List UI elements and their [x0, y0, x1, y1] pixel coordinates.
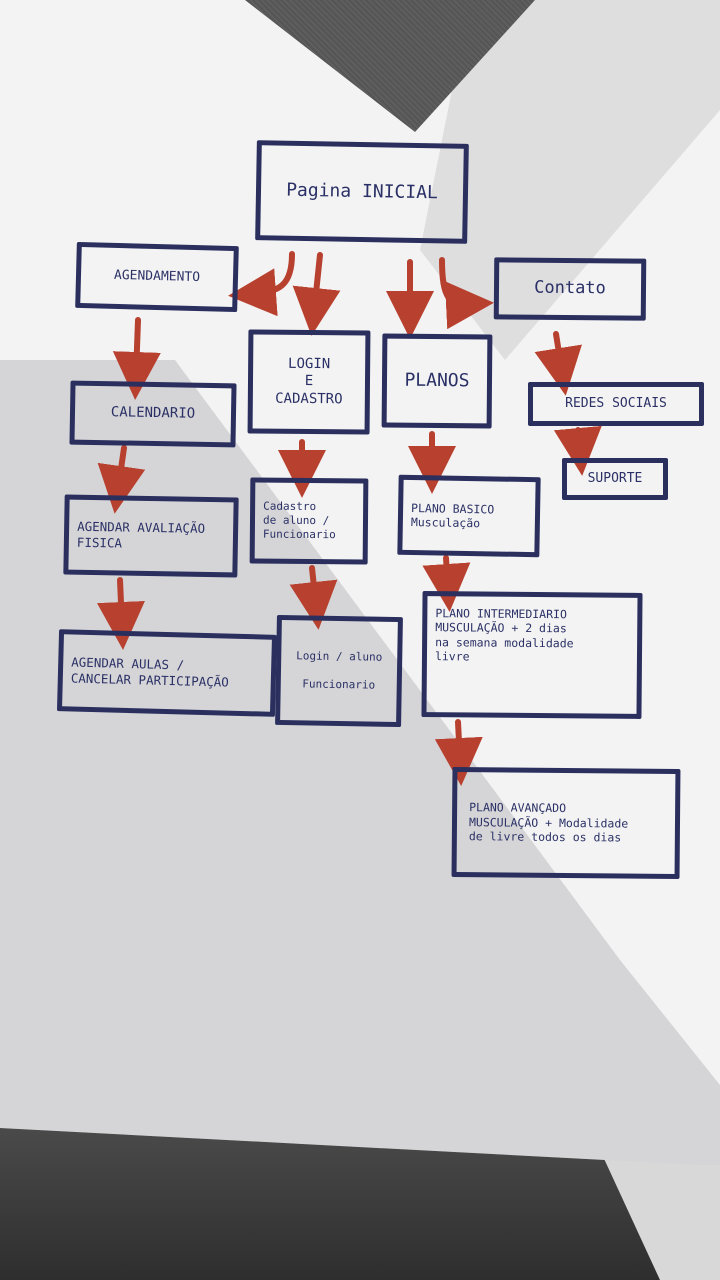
box-pagina-inicial: Pagina INICIAL — [255, 140, 469, 244]
box-contato: Contato — [493, 257, 647, 321]
box-calendario: CALENDARIO — [69, 380, 237, 448]
box-suporte: SUPORTE — [562, 458, 668, 500]
box-cadastro-aluno: Cadastro de aluno / Funcionario — [249, 477, 369, 565]
box-suporte-label: SUPORTE — [587, 470, 643, 486]
box-plano-avancado-line3: de livre todos os dias — [468, 829, 622, 845]
box-plano-intermediario: PLANO INTERMEDIARIO MUSCULAÇÃO + 2 dias … — [421, 591, 643, 719]
box-login-cadastro-line2: E — [304, 373, 314, 390]
box-login-aluno-line2: Funcionario — [302, 677, 376, 692]
box-login-cadastro-line1: LOGIN — [288, 355, 331, 372]
box-login-cadastro: LOGIN E CADASTRO — [247, 329, 371, 435]
box-login-cadastro-line3: CADASTRO — [275, 390, 343, 408]
box-calendario-label: CALENDARIO — [110, 404, 196, 422]
box-agendar-avaliacao-line2: FISICA — [76, 534, 123, 551]
box-agendamento-label: AGENDAMENTO — [113, 267, 201, 285]
box-contato-label: Contato — [534, 278, 606, 299]
box-agendamento: AGENDAMENTO — [75, 241, 239, 313]
box-plano-basico: PLANO BASICO Musculação — [397, 474, 541, 558]
box-planos-label: PLANOS — [404, 369, 470, 392]
box-plano-basico-line2: Musculação — [410, 514, 481, 531]
box-planos: PLANOS — [381, 333, 493, 429]
box-login-aluno: Login / aluno Funcionario — [275, 614, 403, 728]
box-redes-sociais-label: REDES SOCIAIS — [565, 395, 667, 411]
box-cadastro-aluno-line1: Cadastro — [263, 499, 317, 514]
box-agendar-avaliacao: AGENDAR AVALIAÇÃO FISICA — [63, 494, 239, 578]
box-agendar-aulas: AGENDAR AULAS / CANCELAR PARTICIPAÇÃO — [56, 629, 278, 717]
box-plano-intermediario-line4: livre — [434, 649, 470, 664]
box-cadastro-aluno-line3: Funcionario — [262, 527, 336, 542]
box-cadastro-aluno-line2: de aluno / — [262, 513, 330, 528]
box-plano-avancado: PLANO AVANÇADO MUSCULAÇÃO + Modalidade d… — [451, 767, 681, 879]
box-login-aluno-line1: Login / aluno — [296, 649, 383, 665]
box-redes-sociais: REDES SOCIAIS — [528, 382, 704, 426]
box-pagina-inicial-label: Pagina INICIAL — [285, 179, 439, 204]
